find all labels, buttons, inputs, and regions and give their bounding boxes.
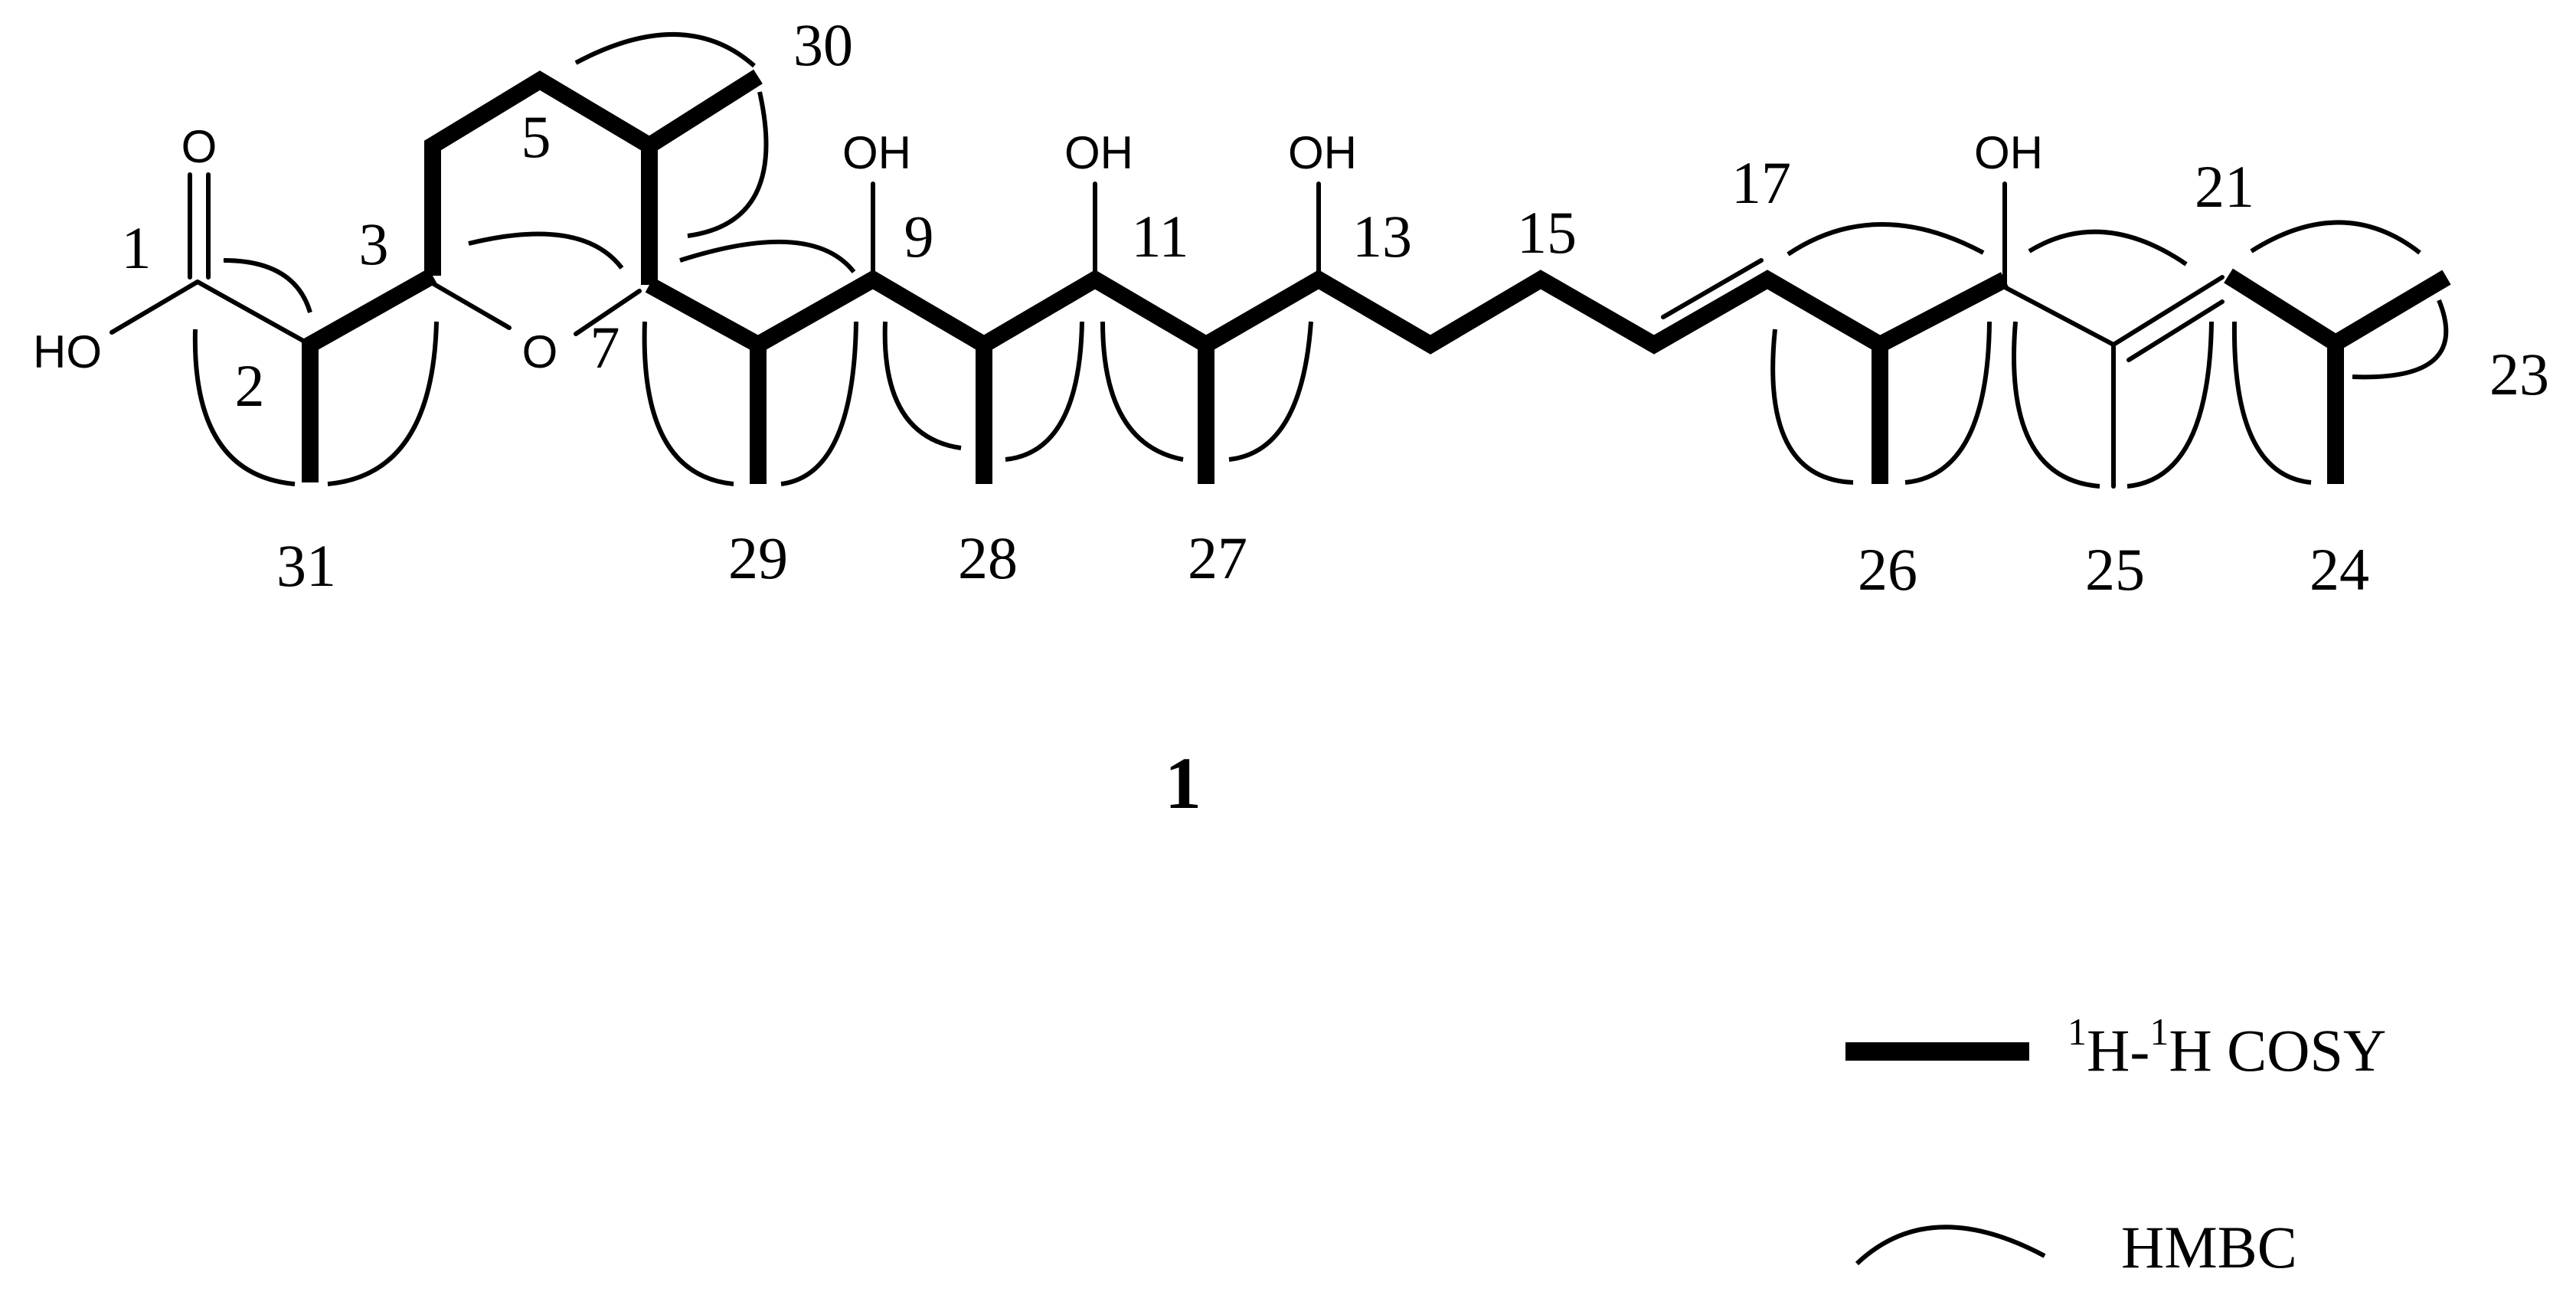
bond-c20-c21-inner: [2127, 299, 2225, 362]
carbon-number-31: 31: [276, 532, 336, 599]
bond-c20-c21: [2111, 275, 2225, 347]
thin-bonds: [110, 172, 2225, 489]
cosy-c21-c22-c24: [2224, 268, 2344, 484]
hmbc-h24-c21: [2231, 321, 2312, 485]
carbon-number-13: 13: [1352, 203, 1412, 270]
bond-c1-c2: [195, 280, 312, 347]
oh-11-label: OH: [1064, 127, 1133, 178]
cosy-ring-c3-c4-c5-c6-c7: [424, 70, 658, 285]
carbon-number-5: 5: [521, 103, 551, 170]
hmbc-h27-c11: [1100, 321, 1184, 462]
carbon-number-11: 11: [1131, 203, 1188, 270]
legend-hmbc-arrow: [1855, 1225, 2046, 1266]
carbonyl-oxygen-label: O: [181, 121, 217, 172]
carbon-number-26: 26: [1858, 536, 1917, 603]
carbon-number-29: 29: [728, 525, 788, 591]
bond-c19-c20: [2002, 285, 2116, 347]
carbon-number-1: 1: [122, 214, 152, 281]
hmbc-h19-c17: [1787, 222, 1985, 257]
hmbc-h29-c7: [642, 321, 734, 486]
hmbc-h28-c9: [882, 321, 962, 450]
cosy-c31-c2-c3: [302, 268, 437, 482]
hmbc-h28-c11: [1005, 321, 1084, 462]
legend-hmbc-label: HMBC: [2121, 1214, 2297, 1280]
bond-c16-c17-inner: [1661, 258, 1764, 319]
carbon-number-15: 15: [1517, 199, 1577, 266]
carbon-number-25: 25: [2085, 536, 2145, 603]
hmbc-h26-c17: [1770, 329, 1854, 485]
hmbc-h25-c21: [2127, 321, 2214, 489]
carbon-number-2: 2: [235, 352, 265, 419]
carbon-number-9: 9: [904, 203, 934, 270]
carbon-number-23: 23: [2489, 341, 2549, 407]
acid-hydroxyl-label: HO: [33, 326, 102, 378]
bond-c3-ring-o: [430, 281, 512, 330]
compound-number: 1: [1165, 742, 1201, 824]
hmbc-arrows: [192, 32, 2449, 489]
carbon-number-3: 3: [359, 211, 389, 277]
hmbc-h7-c3: [468, 231, 624, 270]
carbon-number-30: 30: [793, 11, 853, 78]
ring-oxygen-label: O: [522, 326, 558, 378]
oh-9-label: OH: [842, 127, 911, 178]
carbon-number-24: 24: [2310, 536, 2369, 603]
hmbc-h21-c19: [2028, 229, 2188, 267]
atom-labels: O HO O OH OH OH OH: [33, 121, 2043, 378]
cosy-c6-c30: [645, 69, 763, 153]
hmbc-h27-c13: [1228, 321, 1313, 462]
legend: 1H-1H COSY HMBC: [1845, 1010, 2386, 1280]
legend-cosy-sup-1: 1: [2068, 1010, 2087, 1053]
cosy-bonds: [302, 69, 2451, 484]
hmbc-h31-c3: [327, 321, 439, 486]
legend-cosy-h-1: H-: [2087, 1017, 2149, 1084]
cosy-c22-c23: [2331, 270, 2451, 351]
legend-cosy-h-2: H COSY: [2169, 1017, 2386, 1084]
oh-13-label: OH: [1288, 127, 1357, 178]
carbon-numbers: 1 2 3 5 7 9 11 13 15 17 21 23 24 25 26 2…: [122, 11, 2550, 603]
legend-cosy-label: 1H-1H COSY: [2068, 1010, 2386, 1084]
bond-c1-oh: [110, 280, 200, 335]
hmbc-h23-c21: [2250, 220, 2421, 255]
carbon-number-28: 28: [958, 525, 1018, 591]
hmbc-h30-c6: [574, 32, 756, 68]
bond-ring-o-c7: [574, 289, 642, 336]
hmbc-h29-c9: [780, 321, 858, 486]
cosy-main-chain: [645, 270, 2009, 355]
hmbc-h26-c19: [1904, 321, 1992, 485]
legend-cosy-sup-2: 1: [2149, 1010, 2169, 1053]
hmbc-h23-c22: [2352, 299, 2449, 380]
hmbc-h30-c7: [687, 91, 769, 238]
carbon-number-17: 17: [1731, 149, 1791, 216]
hmbc-h2-c1: [223, 258, 312, 313]
carbon-number-7: 7: [590, 314, 620, 381]
oh-19-label: OH: [1974, 127, 2043, 178]
carbon-number-27: 27: [1188, 525, 1247, 591]
hmbc-h25-c19: [2012, 321, 2100, 489]
hmbc-h9-c7: [679, 239, 856, 273]
hmbc-h31-c1: [192, 329, 296, 486]
carbon-number-21: 21: [2195, 153, 2254, 220]
